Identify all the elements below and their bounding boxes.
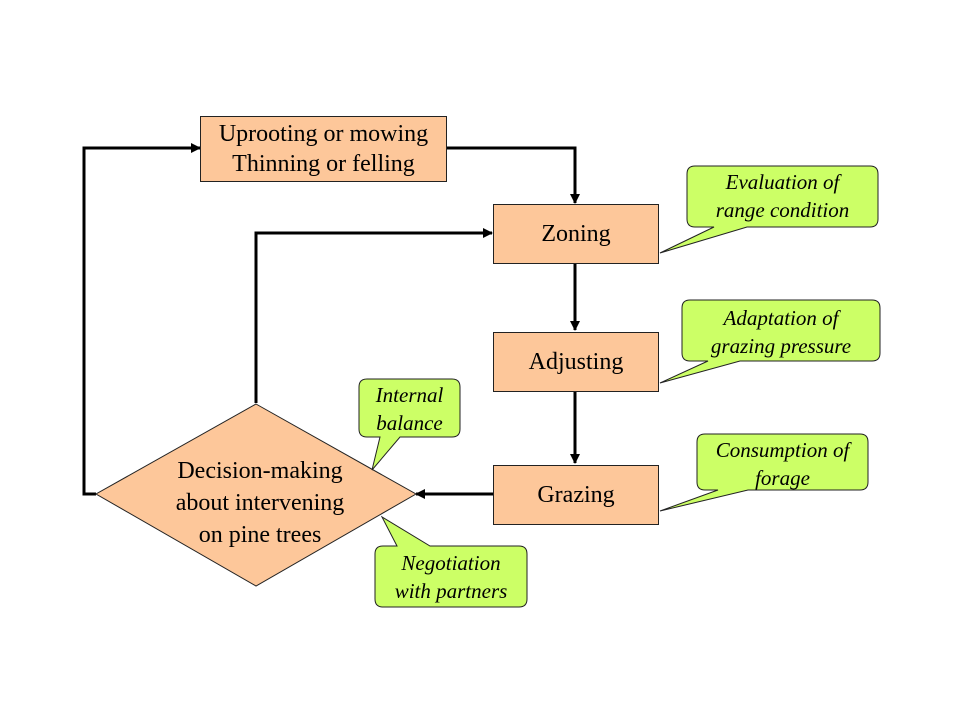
uprooting-label-line2: Thinning or felling <box>232 151 415 177</box>
adaptation-line1: Adaptation of <box>723 306 839 330</box>
adjusting-label: Adjusting <box>528 349 624 375</box>
zoning-label: Zoning <box>541 221 611 247</box>
callout-internal <box>358 378 461 471</box>
decision-line1: Decision-making <box>177 458 343 484</box>
evaluation-line1: Evaluation of <box>725 170 840 194</box>
decision-label: Decision-making about intervening on pin… <box>155 455 365 551</box>
callout-evaluation <box>659 165 879 254</box>
connector-uproot-to-zoning <box>446 146 580 204</box>
decision-line3: on pine trees <box>198 522 322 548</box>
internal-line2: balance <box>376 411 443 435</box>
uprooting-box: Uprooting or mowing Thinning or felling <box>200 116 447 182</box>
decision-diamond <box>94 403 418 587</box>
connector-decision-to-zoning <box>254 228 493 403</box>
consumption-text: Consumption of forage <box>697 436 868 492</box>
callout-adaptation <box>659 299 881 384</box>
negotiation-line2: with partners <box>394 579 508 603</box>
decision-line2: about intervening <box>175 490 345 516</box>
consumption-line1: Consumption of <box>715 438 850 462</box>
consumption-line2: forage <box>755 466 810 490</box>
evaluation-text: Evaluation of range condition <box>687 168 878 224</box>
callout-negotiation <box>374 515 528 608</box>
adjusting-box: Adjusting <box>493 332 659 392</box>
adaptation-text: Adaptation of grazing pressure <box>682 304 880 360</box>
grazing-label: Grazing <box>537 482 615 508</box>
negotiation-text: Negotiation with partners <box>375 549 527 605</box>
adaptation-line2: grazing pressure <box>710 334 852 358</box>
internal-line1: Internal <box>375 383 444 407</box>
callout-consumption <box>659 433 869 512</box>
evaluation-line2: range condition <box>715 198 850 222</box>
connector-decision-to-uproot <box>82 143 201 496</box>
internal-text: Internal balance <box>359 381 460 437</box>
negotiation-line1: Negotiation <box>401 551 501 575</box>
uprooting-label-line1: Uprooting or mowing <box>218 121 429 147</box>
zoning-box: Zoning <box>493 204 659 264</box>
grazing-box: Grazing <box>493 465 659 525</box>
